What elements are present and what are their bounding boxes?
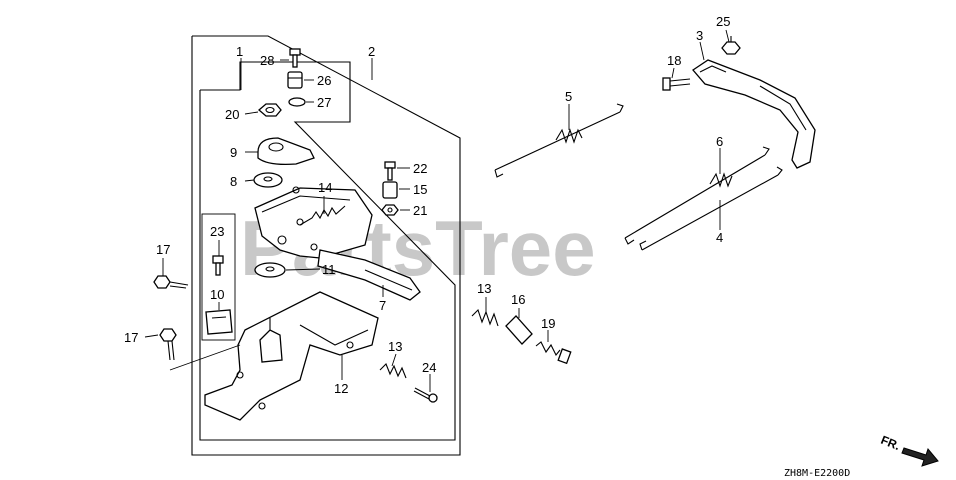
part-13b-spring[interactable] [379,363,407,379]
callout-10: 10 [210,287,224,302]
part-17a-bolt[interactable] [153,275,189,289]
part-5-rod[interactable] [494,103,624,178]
callout-labels: 1 2 3 4 5 6 7 8 9 10 11 12 13 13 14 15 1… [124,14,730,396]
callout-20: 20 [225,107,239,122]
callout-13b: 13 [388,339,402,354]
callout-1: 1 [236,44,243,59]
callout-24: 24 [422,360,436,375]
callout-12: 12 [334,381,348,396]
callout-22: 22 [413,161,427,176]
callout-15: 15 [413,182,427,197]
callout-28: 28 [260,53,274,68]
callout-25: 25 [716,14,730,29]
part-8-washer[interactable] [253,172,283,188]
callout-19: 19 [541,316,555,331]
assembly-frame [191,35,461,456]
callout-8: 8 [230,174,237,189]
callout-9: 9 [230,145,237,160]
part-27-washer[interactable] [288,97,306,107]
part-13a-spring[interactable] [471,308,499,327]
part-6-rod[interactable] [624,146,770,245]
callout-17b: 17 [124,330,138,345]
leader-lines [144,29,730,392]
callout-11: 11 [322,262,336,277]
callout-21: 21 [413,203,427,218]
callout-16: 16 [511,292,525,307]
callout-26: 26 [317,73,331,88]
part-24-bolt[interactable] [413,387,438,403]
part-4-rod[interactable] [639,166,783,251]
callout-23: 23 [210,224,224,239]
part-26-collar[interactable] [287,71,303,89]
callout-14: 14 [318,180,332,195]
callout-3: 3 [696,28,703,43]
part-9-friction-plate[interactable] [257,137,315,166]
part-19-bolt[interactable] [535,341,572,365]
part-25-nut[interactable] [721,36,741,55]
part-15-collar[interactable] [382,181,398,199]
direction-arrow-icon [901,447,939,467]
part-21-nut[interactable] [381,204,399,216]
part-23-screw[interactable] [212,255,224,276]
callout-7: 7 [379,298,386,313]
callout-27: 27 [317,95,331,110]
front-direction-indicator: FR. [879,433,939,467]
callout-5: 5 [565,89,572,104]
part-28-bolt[interactable] [289,48,301,68]
diagram-code: ZH8M-E2200D [784,468,850,479]
callout-2: 2 [368,44,375,59]
part-22-bolt[interactable] [384,161,396,181]
part-18-bolt[interactable] [662,77,691,91]
part-10-clip[interactable] [205,309,233,335]
part-17b-bolt[interactable] [159,328,177,361]
callout-17a: 17 [156,242,170,257]
part-2-control-base[interactable] [254,186,373,259]
part-3-arm[interactable] [692,59,816,169]
callout-13a: 13 [477,281,491,296]
callout-18: 18 [667,53,681,68]
callout-6: 6 [716,134,723,149]
part-11-washer[interactable] [254,262,286,278]
callout-4: 4 [716,230,723,245]
part-12-bracket[interactable] [204,291,379,421]
part-20-nut[interactable] [258,103,282,117]
direction-label: FR. [879,433,902,453]
part-7-control-lever[interactable] [317,249,421,301]
part-16-sleeve[interactable] [505,315,533,345]
